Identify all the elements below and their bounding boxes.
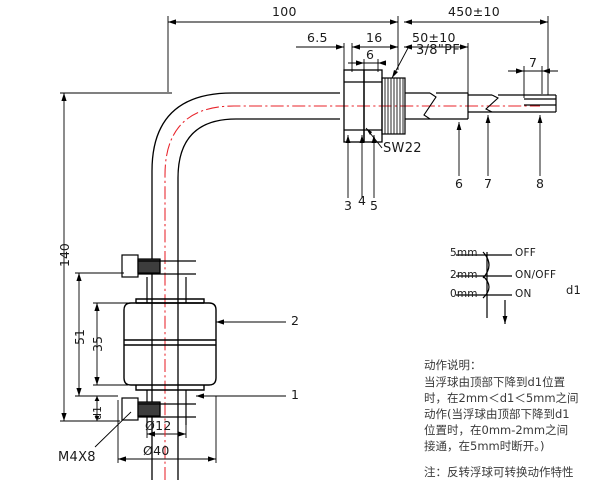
dim-line-dia40 (117, 396, 217, 463)
dim-label-16: 16 (366, 30, 383, 45)
note-line-1: 当浮球由顶部下降到d1位置 (424, 375, 566, 389)
dim-label-100: 100 (272, 4, 297, 19)
note-line-2: 时，在2mm＜d1＜5mm之间 (424, 391, 579, 405)
dim-label-d1: d1 (91, 406, 104, 420)
callout-leader-1 (196, 393, 286, 399)
switch-variable-d1: d1 (566, 283, 582, 297)
leader-m4x8 (94, 411, 132, 448)
callout-3: 3 (344, 198, 352, 213)
float-body (123, 298, 217, 391)
dim-line-d1 (94, 396, 100, 421)
callout-2: 2 (291, 313, 299, 328)
switch-state-off: OFF (515, 247, 536, 259)
dim-label-35: 35 (90, 336, 105, 352)
dim-line-35 (93, 302, 128, 386)
dim-label-6-5: 6.5 (307, 30, 328, 45)
dim-line-450 (404, 16, 549, 95)
switch-state-on: ON (515, 288, 532, 300)
note-line-4: 位置时，在0mm-2mm之间 (424, 423, 569, 437)
dim-line-6-5 (296, 43, 345, 72)
switch-state-onoff: ON/OFF (515, 269, 557, 281)
dim-label-50: 50±10 (412, 30, 456, 45)
switch-level-5mm: 5mm (450, 247, 478, 259)
dim-label-140: 140 (57, 243, 72, 267)
dim-line-51 (75, 272, 124, 397)
callout-leaders-678 (456, 115, 543, 176)
callout-6: 6 (455, 176, 463, 191)
callout-7: 7 (484, 176, 492, 191)
switch-level-2mm: 2mm (450, 269, 478, 281)
callout-leaders-345 (345, 135, 377, 198)
dim-line-50 (404, 43, 469, 100)
dim-label-7: 7 (529, 55, 538, 70)
callout-1: 1 (291, 387, 299, 402)
screw-spec-label: M4X8 (58, 450, 96, 465)
dim-line-16 (351, 43, 398, 72)
callout-4: 4 (358, 193, 366, 208)
note-footnote: 注：反转浮球可转换动作特性 (424, 465, 574, 479)
lower-stop-collar (121, 397, 196, 421)
callout-8: 8 (536, 176, 544, 191)
note-heading: 动作说明： (424, 358, 482, 372)
dim-label-51: 51 (72, 329, 87, 345)
callout-leader-2 (216, 319, 286, 325)
thread-label: 3/8"PF (416, 43, 461, 58)
dim-line-140 (60, 92, 172, 422)
leader-thread (391, 47, 409, 79)
upper-stop-collar (121, 254, 196, 278)
threaded-nipple (381, 77, 406, 135)
dim-line-100 (167, 16, 399, 92)
callout-5: 5 (370, 198, 378, 213)
note-line-3: 动作(当浮球由顶部下降到d1 (424, 407, 570, 421)
bent-tube-body (151, 92, 340, 480)
switch-level-0mm: 0mm (450, 288, 478, 300)
dim-label-450: 450±10 (448, 4, 501, 19)
note-line-5: 接通，在5mm时断开。) (424, 439, 545, 453)
dim-label-6: 6 (366, 47, 375, 62)
centerline (164, 105, 540, 480)
wrench-size-label: SW22 (383, 141, 422, 156)
dim-label-dia40: Ø40 (143, 443, 170, 458)
dim-line-7 (508, 66, 558, 98)
switch-diagram-geometry (456, 251, 512, 324)
dim-label-dia12: Ø12 (145, 418, 172, 433)
cable-lead (405, 92, 557, 120)
